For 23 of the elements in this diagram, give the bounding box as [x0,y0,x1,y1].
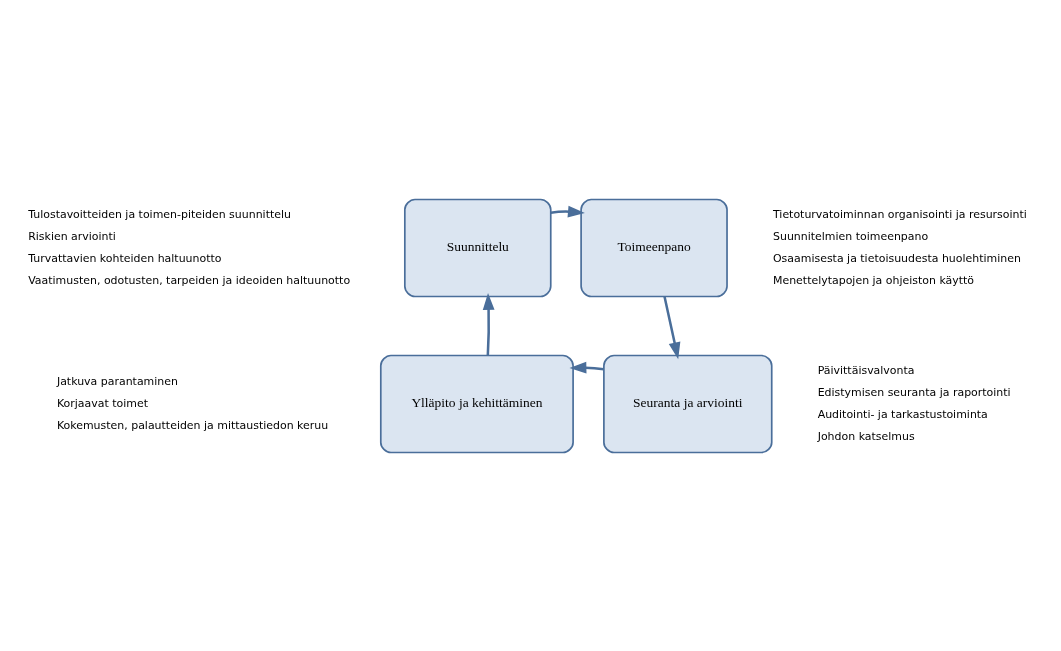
node-label: Vaatimusten, odotusten, tarpeiden ja ideoiden haltuunotto [28,273,351,287]
node-label: Osaamisesta ja tietoisuudesta huolehtiminen [772,251,1021,265]
node-label: Jatkuva parantaminen [56,374,178,388]
node-box: Ylläpito ja kehittäminen [379,354,574,453]
node-label: Turvattavien kohteiden haltuunotto [28,251,222,265]
arrow [569,361,604,374]
node-label: Päivittäisvalvonta [817,363,915,377]
node-box: Toimeenpano [580,198,728,297]
node-label: Auditointi- ja tarkastustoiminta [817,407,988,421]
node-label: Kokemusten, palautteiden ja mittaustiedon keruu [56,418,329,432]
node-box: Suunnittelu [404,198,552,297]
arrow [482,292,495,356]
arrow [663,296,681,359]
node-label: Menettelytapojen ja ohjeiston käyttö [772,273,975,287]
node-label: Johdon katselmus [817,429,915,443]
arrow [550,205,585,217]
node-label: Riskien arviointi [28,229,116,243]
node-label: Tulostavoitteiden ja toimen-piteiden suunnittelu [28,207,291,221]
node-label: Korjaavat toimet [56,396,148,410]
node-label: Suunnitelmien toimeenpano [772,229,929,243]
node-label: Tietoturvatoiminnan organisointi ja resursointi [772,207,1027,221]
node-box: Seuranta ja arviointi [603,354,773,453]
node-label: Edistymisen seuranta ja raportointi [817,385,1011,399]
